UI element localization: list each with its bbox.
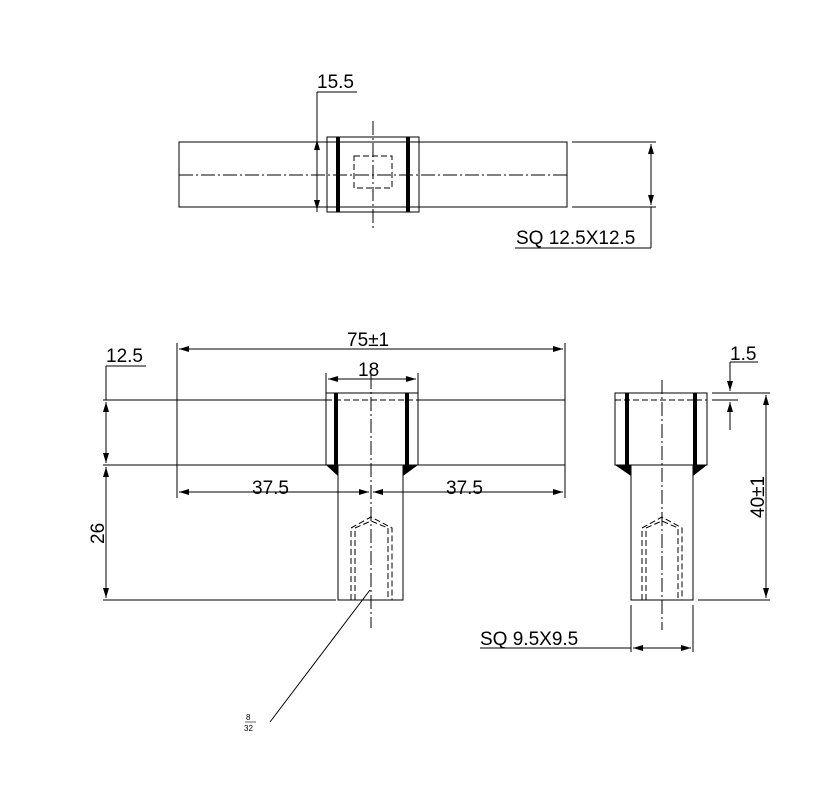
front-view: 75±1 18 37.5 37.5 12.5 26 8 32 — [88, 330, 566, 733]
thread-label-num: 8 — [246, 713, 251, 722]
side-view: 1.5 40±1 SQ 9.5X9.5 — [480, 344, 770, 652]
dim-bar-height: 12.5 — [106, 346, 143, 367]
dim-stem-height: 26 — [88, 523, 109, 544]
dim-left-half: 37.5 — [252, 478, 289, 499]
top-view: 15.5 SQ 12.5X12.5 — [178, 72, 656, 249]
dim-overall-length: 75±1 — [347, 330, 389, 351]
collar-outline — [325, 392, 419, 466]
chamfer — [326, 465, 418, 476]
dim-collar-width: 18 — [358, 360, 379, 381]
thread-label-den: 32 — [244, 724, 253, 733]
stem-section-label: SQ 9.5X9.5 — [480, 629, 578, 650]
dim-overall-height: 40±1 — [748, 476, 769, 518]
dim-chamfer: 1.5 — [730, 344, 756, 365]
section-label: SQ 12.5X12.5 — [516, 228, 635, 249]
thread-leader — [269, 589, 371, 723]
dim-15-5: 15.5 — [317, 72, 354, 93]
chamfer — [615, 465, 707, 476]
dim-right-half: 37.5 — [446, 478, 483, 499]
